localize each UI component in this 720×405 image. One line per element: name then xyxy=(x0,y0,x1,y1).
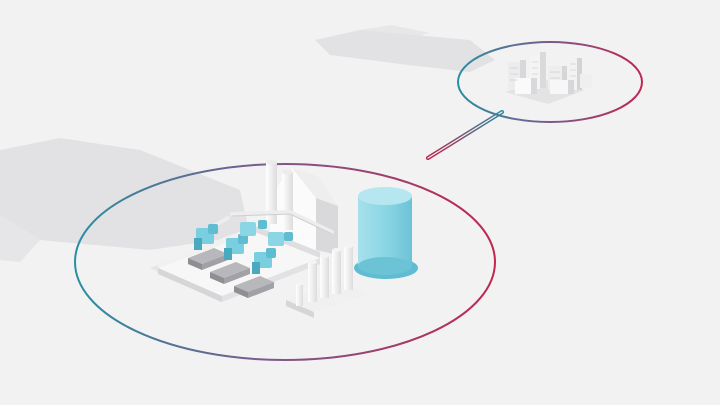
chimney-right xyxy=(282,172,293,230)
silo-group xyxy=(296,244,353,306)
engine-unit-1 xyxy=(188,224,228,270)
chimney-left xyxy=(266,162,277,224)
storage-tank-icon xyxy=(354,187,418,279)
connection-link xyxy=(425,109,505,161)
city-skyline-icon xyxy=(505,52,592,104)
engine-unit-2 xyxy=(210,234,250,284)
engine-unit-4 xyxy=(240,220,293,246)
power-plant-ring xyxy=(74,163,496,361)
shadows xyxy=(0,25,495,262)
city-ring xyxy=(457,41,643,123)
power-plant-icon xyxy=(150,159,418,318)
engine-unit-3 xyxy=(234,248,276,298)
